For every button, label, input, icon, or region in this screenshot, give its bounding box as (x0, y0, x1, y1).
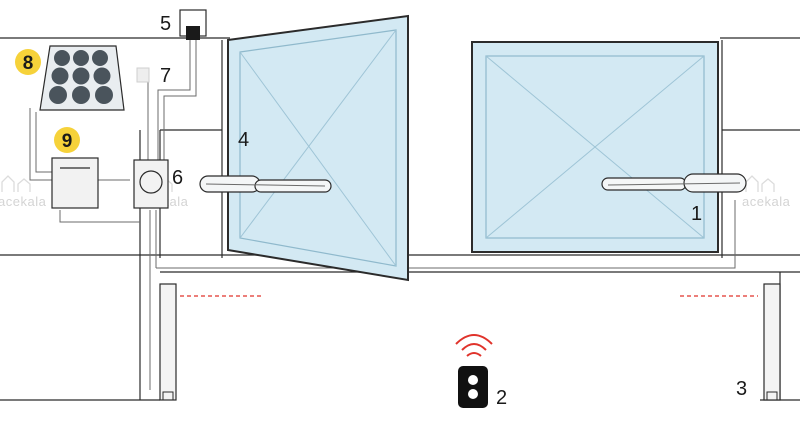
right-gate-leaf (471, 41, 719, 253)
junction-box (179, 9, 207, 40)
label-motor: 1 (691, 203, 702, 225)
remote-control (455, 334, 493, 408)
badge-battery: 9 (54, 127, 80, 153)
left-motor-arm (199, 175, 332, 193)
battery-box (51, 157, 99, 209)
label-key-switch: 7 (160, 65, 171, 87)
label-lamp: 4 (238, 129, 249, 151)
label-solar-panel: 8 (23, 53, 34, 74)
label-remote: 2 (496, 387, 507, 409)
right-motor-arm (601, 173, 747, 193)
control-unit (133, 159, 169, 209)
watermark-text: acekala (0, 194, 47, 209)
watermark-logo: acekala (742, 175, 791, 209)
left-gate-leaf (227, 14, 409, 282)
badge-solar-panel: 8 (15, 49, 41, 75)
label-junction-box: 5 (160, 13, 171, 35)
photocell-left (159, 283, 177, 401)
label-battery: 9 (62, 131, 73, 152)
key-switch (136, 67, 150, 83)
label-photocell: 3 (736, 378, 747, 400)
photocell-right (763, 283, 781, 401)
watermark-logo: acekala (0, 175, 47, 209)
label-control-unit: 6 (172, 167, 183, 189)
watermark-text: acekala (742, 194, 791, 209)
solar-panel (39, 45, 125, 111)
